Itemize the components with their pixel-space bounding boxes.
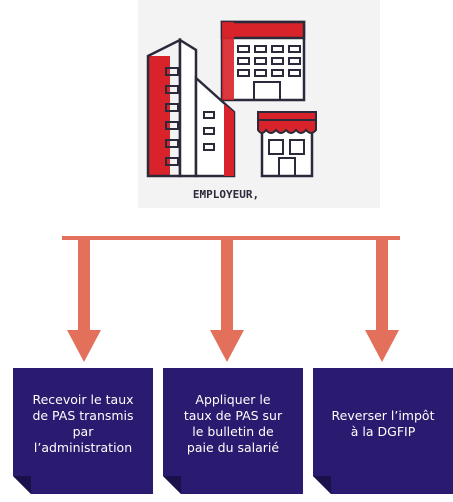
tall-building-icon [146,37,198,178]
arrow-1 [67,238,101,362]
arrow-3 [365,238,399,362]
folded-corner-shadow [313,476,331,494]
shop-icon [257,111,317,178]
step-box-transfer-tax: Reverser l’impôt à la DGFIP [313,368,453,494]
illustration-caption: EMPLOYEUR, [193,188,259,201]
step-box-apply-rate: Appliquer le taux de PAS sur le bulletin… [163,368,303,494]
employer-illustration: EMPLOYEUR, [138,0,380,208]
step-box-label: Recevoir le taux de PAS transmis par l’a… [32,392,134,455]
folded-corner-shadow [13,476,31,494]
arrow-2 [210,238,244,362]
step-box-label: Appliquer le taux de PAS sur le bulletin… [183,392,283,455]
step-box-label: Reverser l’impôt à la DGFIP [331,408,435,439]
step-box-receive-rate: Recevoir le taux de PAS transmis par l’a… [13,368,153,494]
slanted-building-icon [194,75,236,178]
folded-corner-shadow [163,476,181,494]
office-building-icon [220,20,306,102]
